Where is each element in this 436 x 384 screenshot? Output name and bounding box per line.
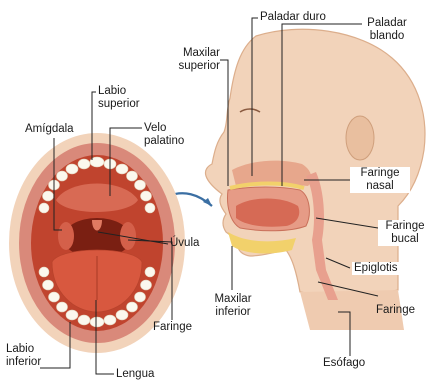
label-faringe-bucal-line1: Faringe: [380, 220, 430, 233]
label-labio-superior-line2: superior: [98, 98, 140, 111]
label-labio-inferior-line2: inferior: [6, 356, 41, 369]
label-epiglotis: Epiglotis: [352, 262, 399, 275]
label-esofago: Esófago: [323, 357, 365, 370]
label-paladar-duro: Paladar duro: [260, 11, 326, 24]
label-maxilar-inferior-line1: Maxilar: [206, 293, 260, 306]
label-faringe-mouth: Faringe: [153, 321, 192, 334]
ear-illustration: [346, 116, 374, 160]
label-velo-palatino: Velo palatino: [144, 122, 184, 148]
label-labio-inferior: Labio inferior: [6, 343, 41, 369]
label-faringe-bucal-line2: bucal: [380, 233, 430, 246]
label-faringe-bucal: Faringe bucal: [378, 220, 432, 246]
tonsil-left: [58, 222, 74, 250]
label-velo-palatino-line1: Velo: [144, 122, 184, 135]
open-mouth-illustration: [9, 133, 185, 353]
label-paladar-blando-line2: blando: [362, 30, 412, 43]
label-maxilar-superior: Maxilar superior: [168, 47, 220, 73]
label-labio-inferior-line1: Labio: [6, 343, 41, 356]
label-maxilar-inferior: Maxilar inferior: [206, 293, 260, 319]
label-uvula: Úvula: [170, 237, 199, 250]
label-faringe-nasal: Faringe nasal: [350, 167, 410, 193]
label-maxilar-inferior-line2: inferior: [206, 306, 260, 319]
label-maxilar-superior-line2: superior: [168, 60, 220, 73]
label-faringe-nasal-line2: nasal: [352, 180, 408, 193]
label-amigdala: Amígdala: [25, 123, 74, 136]
label-faringe-nasal-line1: Faringe: [352, 167, 408, 180]
label-maxilar-superior-line1: Maxilar: [168, 47, 220, 60]
label-faringe-neck: Faringe: [376, 304, 415, 317]
tongue-side-illustration: [236, 199, 299, 227]
label-paladar-blando-line1: Paladar: [362, 17, 412, 30]
label-paladar-blando: Paladar blando: [362, 17, 412, 43]
label-velo-palatino-line2: palatino: [144, 135, 184, 148]
label-labio-superior-line1: Labio: [98, 85, 140, 98]
label-labio-superior: Labio superior: [98, 85, 140, 111]
label-lengua: Lengua: [116, 368, 154, 381]
